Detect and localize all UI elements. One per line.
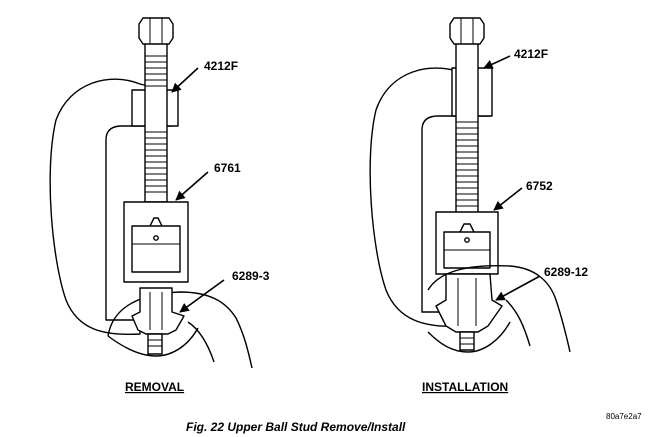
removal-label-receiver: 6761 bbox=[214, 161, 241, 175]
removal-view bbox=[49, 17, 253, 369]
installation-label-receiver: 6752 bbox=[526, 179, 553, 193]
installation-stud-thread bbox=[459, 331, 475, 351]
installation-knuckle bbox=[427, 264, 571, 353]
installation-arrow-adapter bbox=[495, 275, 541, 301]
removal-leaders bbox=[171, 67, 225, 313]
installation-label-clamp: 4212F bbox=[514, 47, 548, 61]
installation-title: INSTALLATION bbox=[422, 380, 508, 394]
removal-label-clamp: 4212F bbox=[204, 59, 238, 73]
removal-c-frame bbox=[49, 78, 173, 336]
removal-arrow-clamp bbox=[171, 67, 199, 93]
removal-arrow-adapter bbox=[179, 279, 225, 313]
installation-view bbox=[369, 17, 571, 353]
installation-label-adapter: 6289-12 bbox=[544, 265, 588, 279]
removal-stud-thread bbox=[147, 333, 163, 355]
installation-leaders bbox=[483, 55, 541, 301]
removal-screw-threads bbox=[145, 55, 167, 193]
installation-c-frame bbox=[369, 67, 491, 327]
removal-arrow-receiver bbox=[175, 171, 209, 201]
figure-caption: Fig. 22 Upper Ball Stud Remove/Install bbox=[186, 420, 406, 434]
removal-forcing-screw bbox=[144, 39, 168, 203]
removal-label-adapter: 6289-3 bbox=[232, 269, 270, 283]
removal-ball-stud bbox=[131, 287, 185, 335]
removal-knuckle bbox=[107, 291, 253, 369]
figure-code: 80a7e2a7 bbox=[606, 412, 642, 421]
installation-arrow-receiver bbox=[493, 187, 523, 211]
installation-ball-stud bbox=[435, 273, 503, 333]
installation-arrow-clamp bbox=[483, 55, 511, 69]
installation-screw-threads bbox=[456, 121, 478, 207]
removal-hex-nut bbox=[138, 17, 174, 45]
installation-hex-nut bbox=[449, 17, 485, 45]
removal-title: REMOVAL bbox=[125, 380, 184, 394]
